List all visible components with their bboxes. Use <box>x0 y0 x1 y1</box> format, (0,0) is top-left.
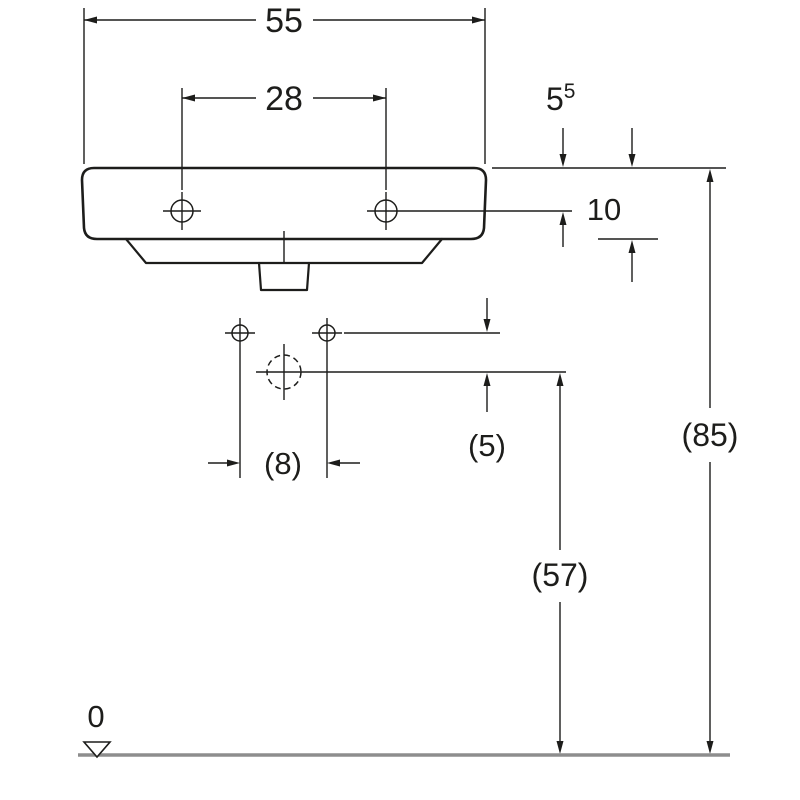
arrowhead-down-icon <box>559 154 567 167</box>
dim-apron-height: 10 <box>587 128 658 282</box>
dim-label-apron-height: 10 <box>587 192 621 227</box>
arrowhead-left-icon <box>327 459 340 467</box>
arrowhead-right-icon <box>472 16 485 24</box>
arrowhead-left-icon <box>84 16 97 24</box>
arrowhead-up-icon <box>628 240 636 253</box>
reference-lines <box>312 167 726 373</box>
dim-rim-to-tap: 55 <box>546 80 575 247</box>
floor-datum: 0 <box>78 699 730 759</box>
arrowhead-up-icon <box>559 212 567 225</box>
dim-overall-width: 55 <box>83 2 486 164</box>
arrowhead-up-icon <box>483 373 491 386</box>
dim-fixing-to-drain: (5) <box>468 298 506 463</box>
dim-label-fixing-spacing: (8) <box>264 446 302 481</box>
arrowhead-down-icon <box>556 741 564 754</box>
dim-label-drain-height: (57) <box>532 557 589 593</box>
dim-label-fixing-to-drain: (5) <box>468 428 506 463</box>
arrowhead-down-icon <box>628 154 636 167</box>
arrowhead-up-icon <box>706 169 714 182</box>
datum-label: 0 <box>87 699 104 734</box>
drain-outlet-symbol <box>256 344 312 400</box>
arrowhead-down-icon <box>483 319 491 332</box>
dim-rim-height: (85) <box>682 169 739 754</box>
arrowhead-right-icon <box>227 459 240 467</box>
tap-hole-right-symbol <box>367 192 405 230</box>
dim-label-width: 55 <box>265 2 303 40</box>
fixing-hole-left-symbol <box>225 318 255 348</box>
basin <box>80 166 488 292</box>
dim-label-rim-to-tap: 55 <box>546 80 575 117</box>
drain-cover-outline <box>257 261 311 292</box>
dim-drain-height: (57) <box>532 373 589 754</box>
fixing-hole-right-symbol <box>312 318 342 348</box>
tap-hole-left-symbol <box>163 192 201 230</box>
arrowhead-up-icon <box>556 373 564 386</box>
arrowhead-left-icon <box>182 94 195 102</box>
arrowhead-right-icon <box>373 94 386 102</box>
dim-fixing-spacing: (8) <box>208 348 360 481</box>
dim-tap-hole-spacing: 28 <box>181 80 387 190</box>
arrowhead-down-icon <box>706 741 714 754</box>
dim-label-tap-spacing: 28 <box>265 80 303 118</box>
dim-label-rim-height: (85) <box>682 417 739 453</box>
datum-triangle-icon <box>82 741 112 759</box>
basin-outline <box>80 166 488 241</box>
